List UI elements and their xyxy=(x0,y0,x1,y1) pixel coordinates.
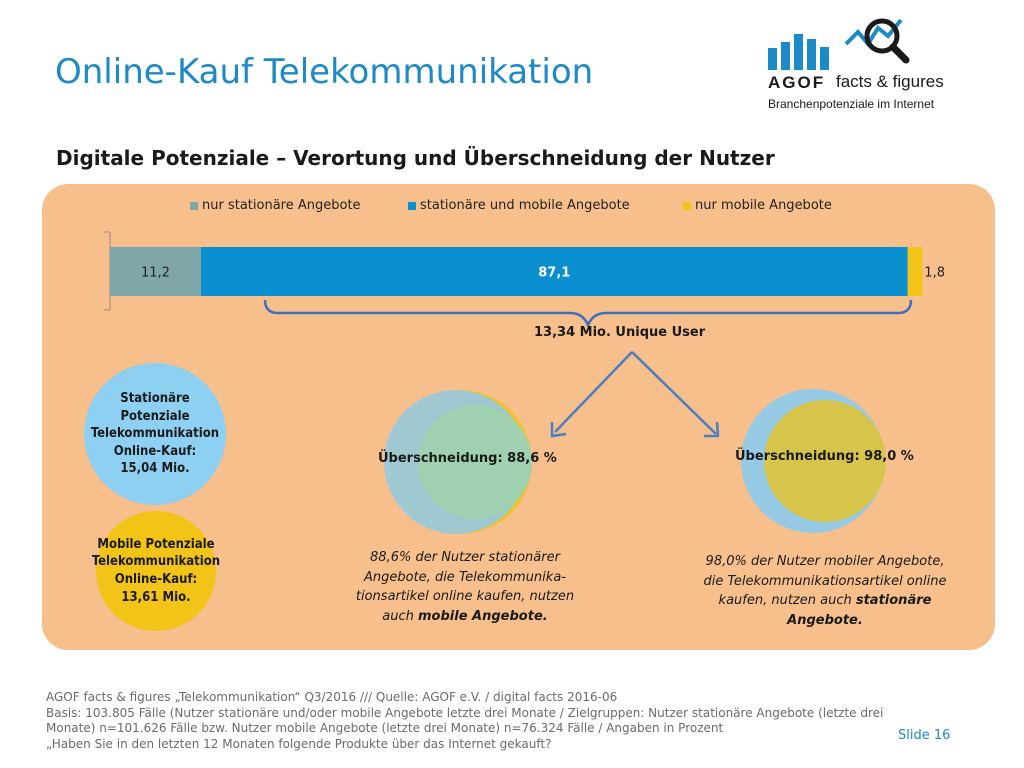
stationary-potential-line: Stationäre Potenziale xyxy=(120,391,190,424)
stacked-bar xyxy=(110,247,923,296)
desc-line: 88,6% der Nutzer stationärer xyxy=(370,550,560,565)
agof-logo: AGOF facts & figures Branchenpotenziale … xyxy=(766,14,966,114)
legend-item-mobile-only: nur mobile Angebote xyxy=(683,198,832,213)
desc-text: auch xyxy=(382,608,419,624)
desc-emphasis: mobile Angebote. xyxy=(418,608,548,624)
mobile-potential-line: Online-Kauf: xyxy=(114,572,198,587)
legend-swatch xyxy=(683,201,691,210)
footer-line: AGOF facts & figures „Telekommunikation“… xyxy=(46,690,618,704)
arrow-to-left-venn xyxy=(554,351,633,433)
page-title: Online-Kauf Telekommunikation xyxy=(55,52,594,92)
legend-label: stationäre und mobile Angebote xyxy=(420,198,630,213)
desc-line: tionsartikel online kaufen, nutzen xyxy=(355,589,575,604)
facts-figures-brand: facts & figures xyxy=(836,72,944,91)
footer-line: „Haben Sie in den letzten 12 Monaten fol… xyxy=(46,736,552,751)
arrow-head xyxy=(704,421,720,438)
bar-data-label-3: 1,8 xyxy=(924,266,945,281)
bar-segment-1 xyxy=(110,247,201,296)
venn-right-mobile xyxy=(764,400,886,522)
footer-line: Monate) n=101.626 Fälle bzw. Nutzer mobi… xyxy=(46,721,724,736)
desc-line: 98,0% der Nutzer mobiler Angebote, xyxy=(705,554,945,569)
bar-segment-3 xyxy=(907,247,923,296)
agof-chart-logo-icon xyxy=(768,18,910,70)
bar-data-label-2: 87,1 xyxy=(538,266,570,281)
arrow-to-right-venn xyxy=(631,351,717,435)
legend-swatch xyxy=(408,201,416,210)
legend-label: nur stationäre Angebote xyxy=(202,198,361,213)
desc-line: Angebote, die Telekommunika- xyxy=(364,569,566,585)
mobile-potential-line: Mobile Potenziale xyxy=(97,536,215,552)
overlap-right-description: 98,0% der Nutzer mobiler Angebote, die T… xyxy=(675,552,975,630)
bar-labels: 11,2 87,1 1,8 xyxy=(141,266,945,281)
logo-tagline: Branchenpotenziale im Internet xyxy=(768,97,935,111)
venn-left-intersection xyxy=(418,405,532,519)
legend-swatch xyxy=(190,201,198,210)
slide-number: Slide 16 xyxy=(898,728,951,743)
bar-data-label-1: 11,2 xyxy=(141,266,170,281)
desc-text: kaufen, nutzen auch xyxy=(718,593,856,608)
desc-line: kaufen, nutzen auch stationäre xyxy=(675,591,975,611)
desc-line: Angebote. xyxy=(675,611,975,631)
legend-item-stationary-only: nur stationäre Angebote xyxy=(190,198,361,213)
overlap-left-description: 88,6% der Nutzer stationärer Angebote, d… xyxy=(330,548,600,626)
unique-user-label: 13,34 Mio. Unique User xyxy=(534,325,706,340)
legend-item-both: stationäre und mobile Angebote xyxy=(408,198,630,213)
desc-emphasis: stationäre xyxy=(855,593,932,608)
stationary-potential-circle: Stationäre Potenziale Telekommunikation … xyxy=(84,363,226,505)
mobile-potential-line: Telekommunikation xyxy=(91,554,221,570)
bar-segment-2 xyxy=(200,247,908,296)
stationary-potential-line: Online-Kauf: xyxy=(113,443,197,459)
desc-line: die Telekommunikationsartikel online xyxy=(703,573,947,589)
arrow-head xyxy=(550,422,567,438)
stationary-potential-value: 15,04 Mio. xyxy=(120,461,190,477)
slide-subtitle: Digitale Potenziale – Verortung und Über… xyxy=(56,146,775,170)
mobile-potential-value: 13,61 Mio. xyxy=(121,589,191,605)
footer-line: Basis: 103.805 Fälle (Nutzer stationäre … xyxy=(46,705,884,720)
mobile-potential-circle: Mobile Potenziale Telekommunikation Onli… xyxy=(92,511,220,631)
footer-source: AGOF facts & figures „Telekommunikation“… xyxy=(46,690,966,752)
legend-label: nur mobile Angebote xyxy=(695,198,832,213)
overlap-left-label: Überschneidung: 88,6 % xyxy=(378,451,557,466)
overlap-right-label: Überschneidung: 98,0 % xyxy=(735,449,914,464)
desc-emphasis: Angebote. xyxy=(787,612,863,628)
unique-user-bracket xyxy=(263,299,913,329)
stationary-potential-line: Telekommunikation xyxy=(90,426,220,442)
agof-brand: AGOF xyxy=(768,73,826,92)
desc-line: auch mobile Angebote. xyxy=(330,607,600,627)
